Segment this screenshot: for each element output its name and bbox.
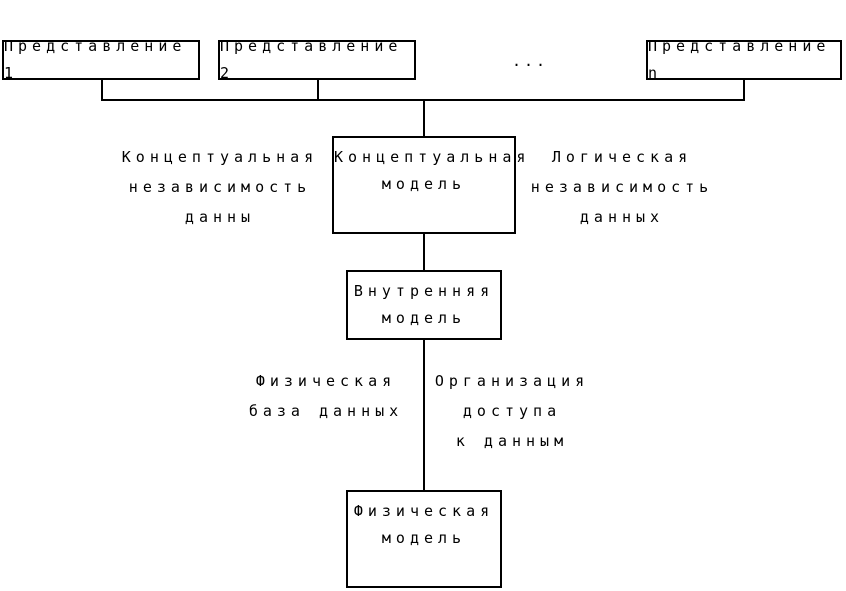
view-n-box: Представление n	[646, 37, 842, 82]
view-n-label: Представление n	[648, 37, 831, 82]
view-2-label: Представление 2	[220, 37, 403, 82]
conceptual-model-box: Концептуальная модель	[332, 136, 525, 234]
physical-database-label: Физическая база данных	[248, 372, 404, 420]
view-2-box: Представление 2	[218, 37, 416, 82]
view-1-label: Представление 1	[4, 37, 187, 82]
views-ellipsis: ...	[511, 52, 549, 70]
data-access-label: Организация доступа к данным	[434, 372, 590, 450]
conceptual-independence-label: Концептуальная независимость данны	[121, 148, 319, 226]
internal-model-box: Внутренняя модель	[346, 270, 502, 340]
logical-independence-label: Логическая независимость данных	[530, 148, 714, 226]
physical-model-box: Физическая модель	[346, 490, 502, 588]
view-1-box: Представление 1	[2, 37, 200, 82]
